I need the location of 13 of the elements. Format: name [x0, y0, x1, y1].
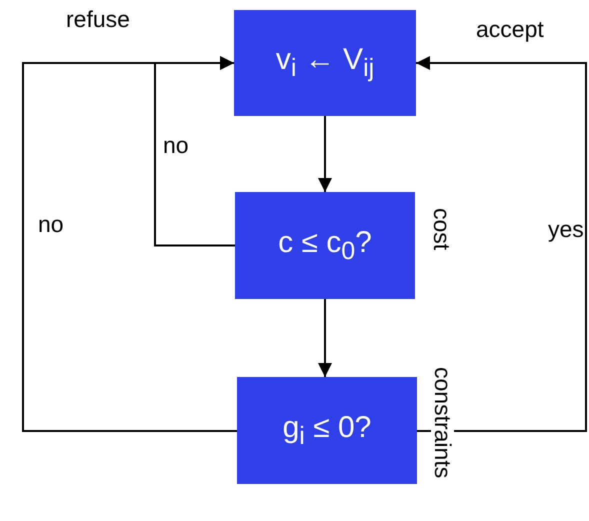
side-label: constraints [431, 367, 454, 478]
arrow [416, 56, 587, 432]
process-box [234, 10, 416, 116]
arrow [22, 56, 237, 432]
arrow [318, 299, 332, 377]
text-label: refuse [66, 8, 130, 31]
node-label: v$_{i}$ ← V$_{ij}$ [276, 43, 374, 83]
process-box [235, 192, 415, 299]
node-label: c ≤ c$_{0}$? [278, 226, 372, 266]
arrow [318, 116, 332, 192]
process-box [237, 377, 417, 484]
node-label: g$_{i}$ ≤ 0? [282, 410, 372, 450]
text-label: accept [476, 18, 544, 41]
